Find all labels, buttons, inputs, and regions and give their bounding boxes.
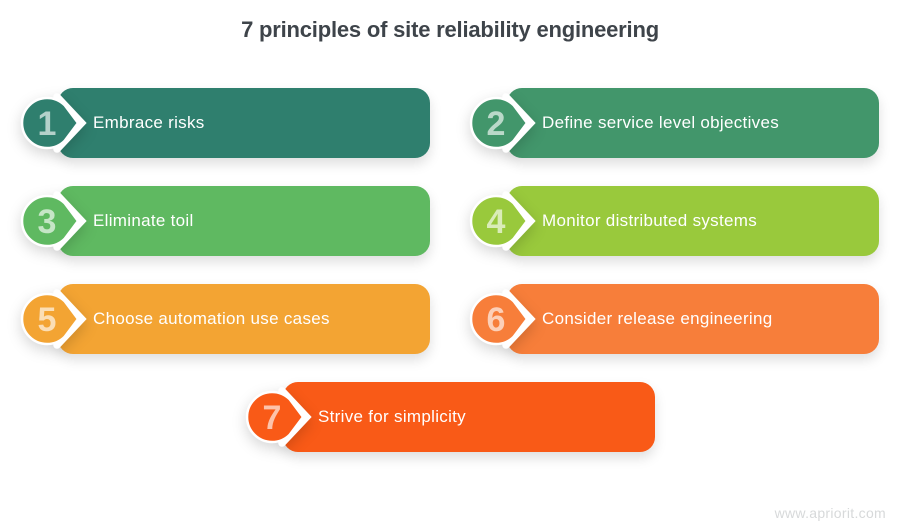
number-badge-icon: 4 xyxy=(469,191,536,251)
number-badge-icon: 1 xyxy=(20,93,87,153)
principle-item: Monitor distributed systems 4 xyxy=(465,186,879,256)
principle-item: Consider release engineering 6 xyxy=(465,284,879,354)
principle-number: 1 xyxy=(38,105,57,143)
principle-label: Consider release engineering xyxy=(542,309,773,328)
principle-label: Monitor distributed systems xyxy=(542,211,758,230)
principle-item: Strive for simplicity 7 xyxy=(241,382,655,452)
principle-item: Choose automation use cases 5 xyxy=(16,284,430,354)
number-badge-icon: 3 xyxy=(20,191,87,251)
principle-item: Eliminate toil 3 xyxy=(16,186,430,256)
principle-label: Eliminate toil xyxy=(93,211,194,230)
principle-item: Define service level objectives 2 xyxy=(465,88,879,158)
principle-number: 5 xyxy=(38,301,57,339)
number-badge-icon: 6 xyxy=(469,289,536,349)
principle-bar: Monitor distributed systems xyxy=(507,186,879,256)
principle-item: Embrace risks 1 xyxy=(16,88,430,158)
principle-label: Define service level objectives xyxy=(542,113,780,132)
infographic-title: 7 principles of site reliability enginee… xyxy=(241,17,659,42)
principle-number: 4 xyxy=(487,203,506,241)
watermark: www.apriorit.com xyxy=(774,505,886,521)
principle-bar: Strive for simplicity xyxy=(283,382,655,452)
principle-number: 3 xyxy=(38,203,57,241)
number-badge-icon: 5 xyxy=(20,289,87,349)
principle-number: 7 xyxy=(263,399,282,437)
principle-bar: Eliminate toil xyxy=(58,186,430,256)
number-badge-icon: 7 xyxy=(245,387,312,447)
principle-bar: Choose automation use cases xyxy=(58,284,430,354)
principle-label: Choose automation use cases xyxy=(93,309,330,328)
principle-label: Strive for simplicity xyxy=(318,407,466,426)
principle-number: 2 xyxy=(487,105,506,143)
principle-bar: Define service level objectives xyxy=(507,88,879,158)
principle-label: Embrace risks xyxy=(93,113,205,132)
number-badge-icon: 2 xyxy=(469,93,536,153)
principle-bar: Consider release engineering xyxy=(507,284,879,354)
principle-number: 6 xyxy=(487,301,506,339)
principle-bar: Embrace risks xyxy=(58,88,430,158)
